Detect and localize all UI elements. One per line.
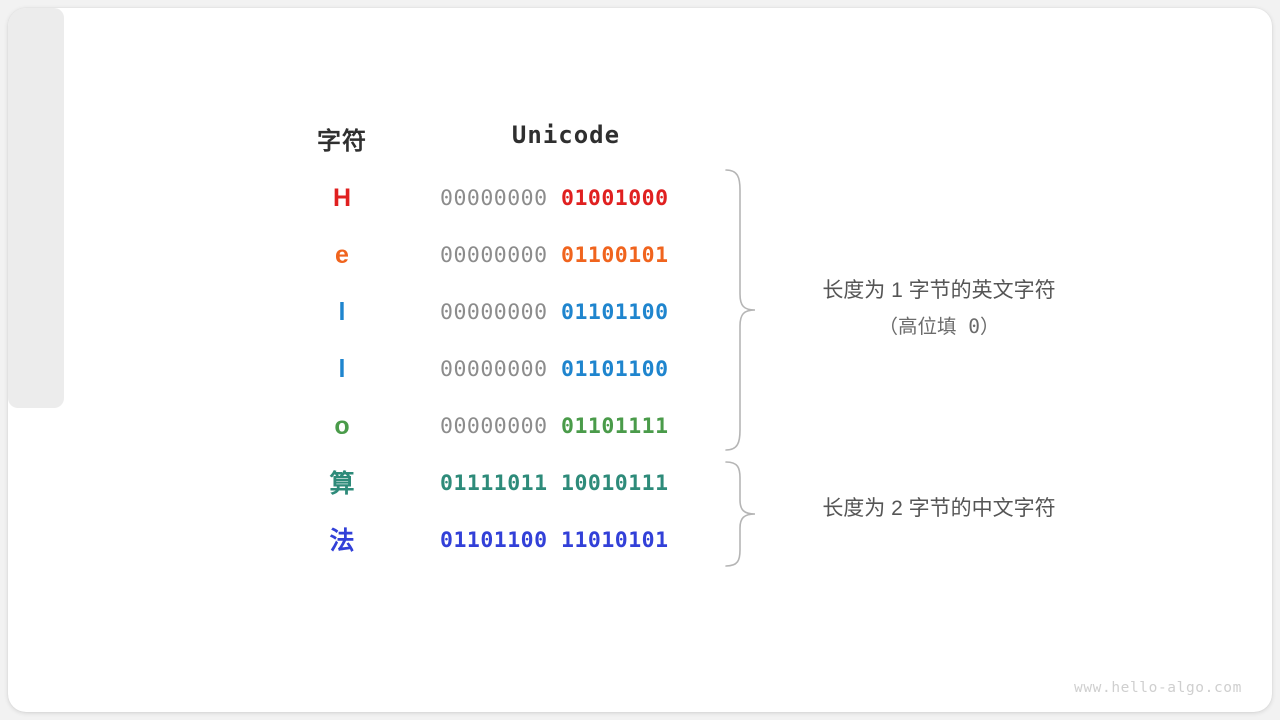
unicode-code-row: 01111011 10010111	[440, 455, 692, 512]
low-byte: 01100101	[561, 243, 669, 268]
character-cell: o	[334, 412, 350, 440]
unicode-code-row: 00000000 01101100	[440, 284, 692, 341]
high-byte: 00000000	[440, 414, 548, 439]
high-byte: 00000000	[440, 243, 548, 268]
high-byte: 00000000	[440, 357, 548, 382]
annotation-1-byte: 长度为 1 字节的英文字符 （高位填 0）	[778, 273, 1100, 345]
low-byte: 01101100	[561, 300, 669, 325]
diagram-card: 字符 Unicode H 00000000 01001000 e 00000000 0…	[8, 8, 1272, 712]
brace-1-byte	[725, 169, 756, 451]
high-byte: 00000000	[440, 300, 548, 325]
character-cell: H	[332, 184, 352, 212]
annotation-1-byte-line1: 长度为 1 字节的英文字符	[822, 279, 1056, 302]
column-header-unicode: Unicode	[511, 121, 621, 149]
low-byte: 01001000	[561, 186, 669, 211]
high-byte: 00000000	[440, 186, 548, 211]
annotation-2-byte: 长度为 2 字节的中文字符	[778, 491, 1100, 527]
character-cell: e	[335, 241, 349, 269]
annotation-2-byte-line1: 长度为 2 字节的中文字符	[822, 497, 1056, 520]
character-cell: l	[338, 298, 346, 326]
column-header-character: 字符	[317, 128, 367, 155]
low-byte: 01101111	[561, 414, 669, 439]
low-byte: 01101100	[561, 357, 669, 382]
brace-2-byte	[725, 461, 756, 567]
character-cell: 算	[329, 469, 355, 498]
unicode-code-row: 00000000 01001000	[440, 170, 692, 227]
high-byte: 01111011	[440, 471, 548, 496]
unicode-code-row: 00000000 01101100	[440, 341, 692, 398]
watermark: www.hello-algo.com	[1074, 680, 1242, 696]
annotation-1-byte-line2: （高位填 0）	[878, 315, 1000, 338]
character-column-background	[8, 8, 64, 408]
high-byte: 01101100	[440, 528, 548, 553]
character-cell: 法	[329, 526, 355, 555]
character-cell: l	[338, 355, 346, 383]
unicode-code-row: 01101100 11010101	[440, 512, 692, 569]
low-byte: 10010111	[561, 471, 669, 496]
unicode-code-row: 00000000 01100101	[440, 227, 692, 284]
unicode-code-row: 00000000 01101111	[440, 398, 692, 455]
low-byte: 11010101	[561, 528, 669, 553]
